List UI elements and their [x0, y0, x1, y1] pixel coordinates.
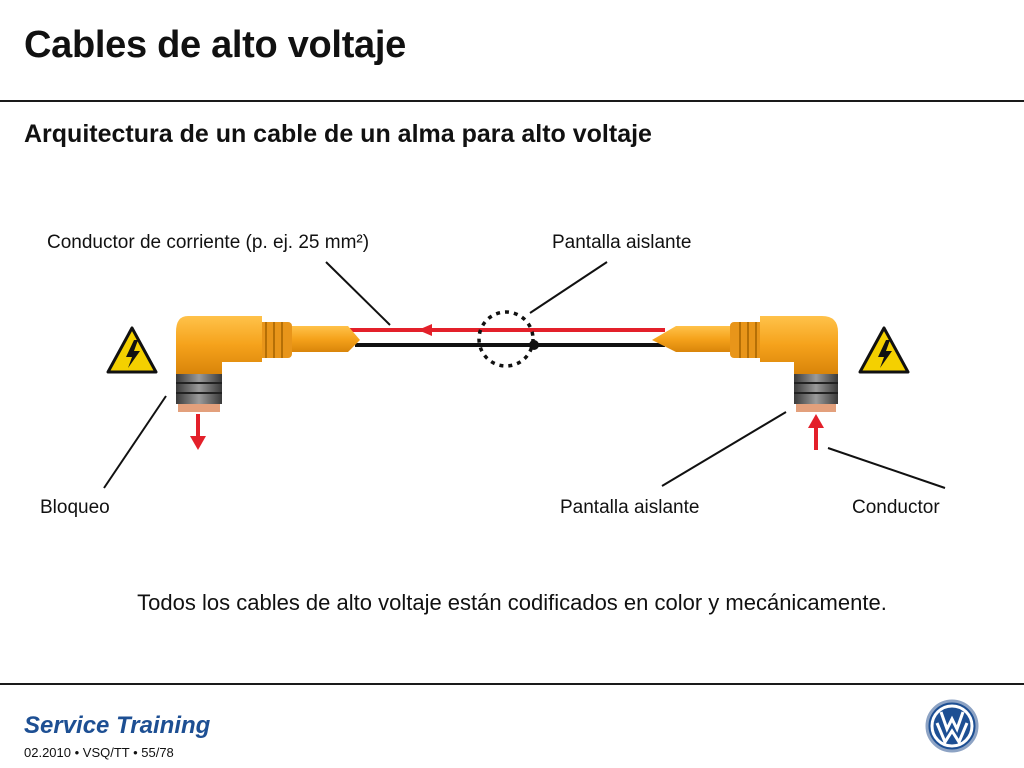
- label-pantalla-aislante-top: Pantalla aislante: [552, 232, 692, 253]
- title-divider: [0, 100, 1024, 102]
- current-arrow-head: [418, 324, 432, 336]
- leader-pantalla-top: [529, 261, 608, 314]
- footer-brand: Service Training: [24, 712, 211, 739]
- label-conductor: Conductor: [852, 497, 940, 518]
- slide-title: Cables de alto voltaje: [24, 24, 406, 66]
- label-conductor-corriente: Conductor de corriente (p. ej. 25 mm²): [47, 232, 370, 253]
- leader-pantalla-bottom: [661, 411, 787, 487]
- footer-divider: [0, 683, 1024, 685]
- detail-circle: [477, 310, 535, 368]
- leader-conductor-corriente: [325, 261, 391, 326]
- right-up-arrow: [808, 414, 824, 450]
- left-connector: [176, 316, 360, 412]
- footnote-text: Todos los cables de alto voltaje están c…: [137, 590, 887, 615]
- high-voltage-warning-icon: [106, 326, 158, 374]
- label-pantalla-aislante-bottom: Pantalla aislante: [560, 497, 700, 518]
- leader-conductor: [827, 447, 946, 489]
- label-bloqueo: Bloqueo: [40, 497, 110, 518]
- high-voltage-warning-icon: [858, 326, 910, 374]
- right-connector: [652, 316, 838, 412]
- vw-logo-icon: [925, 699, 979, 753]
- left-down-arrow: [190, 414, 206, 450]
- leader-bloqueo: [103, 395, 167, 489]
- footer-meta: 02.2010 • VSQ/TT • 55/78: [24, 745, 174, 760]
- slide-subtitle: Arquitectura de un cable de un alma para…: [24, 120, 652, 148]
